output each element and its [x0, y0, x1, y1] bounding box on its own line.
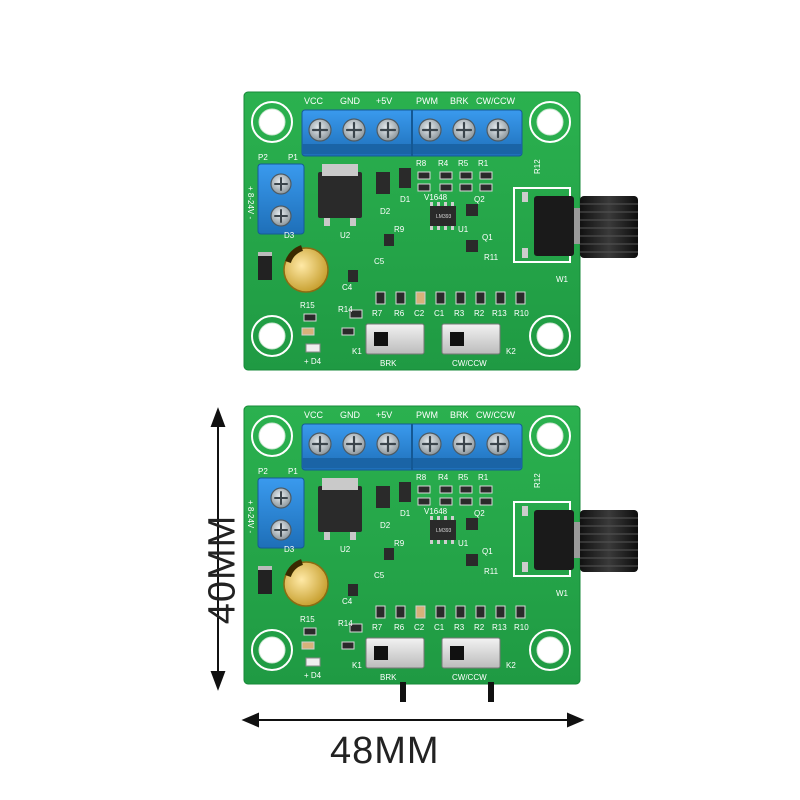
height-dimension-arrow — [210, 407, 226, 691]
width-dimension-arrow — [241, 712, 585, 728]
pcb-module-bottom — [244, 406, 638, 702]
pcb-module-top — [244, 92, 638, 370]
width-label: 48MM — [330, 730, 440, 772]
height-label: 40MM — [201, 514, 244, 625]
